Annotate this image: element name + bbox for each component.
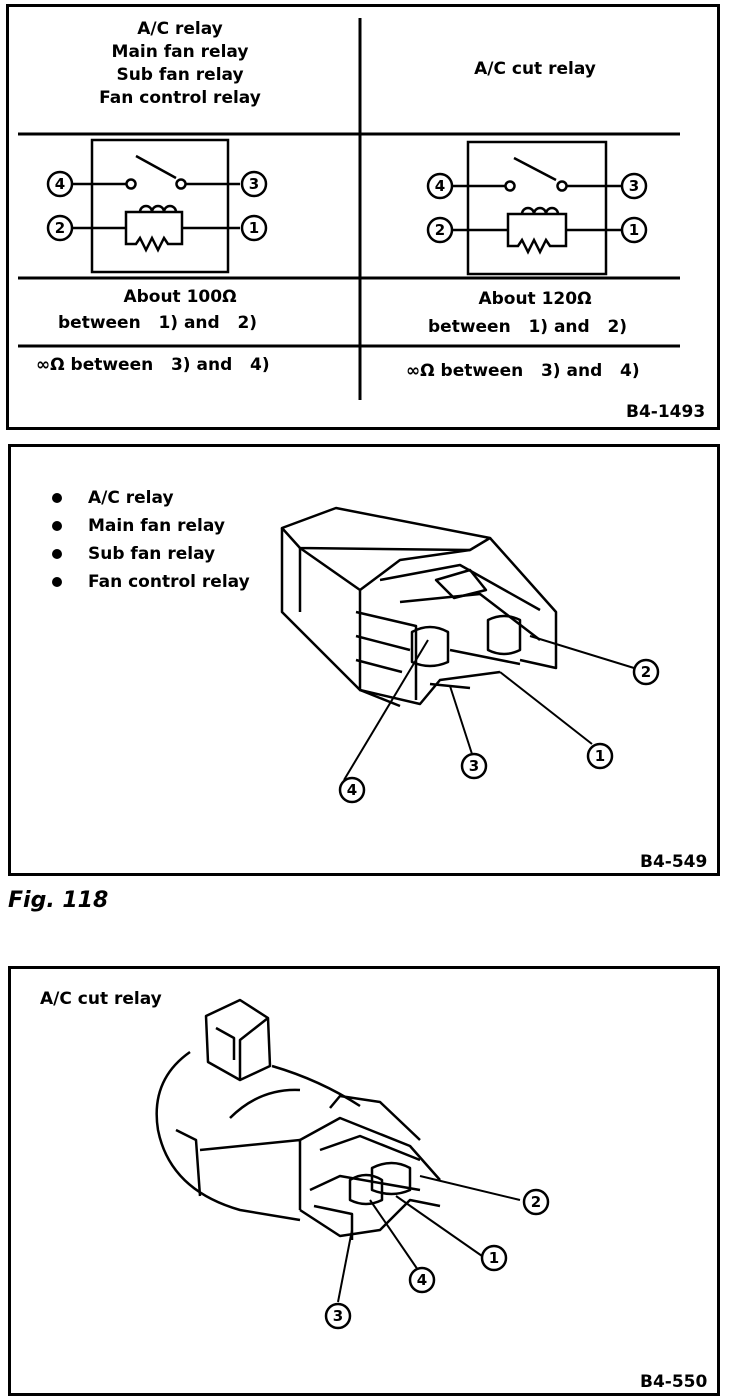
right-relay-schematic bbox=[452, 140, 622, 276]
terminal-label: 2 bbox=[55, 219, 65, 237]
bullet-icon bbox=[52, 521, 62, 531]
left-resistance-line2: between 1) and 2) bbox=[58, 313, 258, 333]
terminal-4-marker bbox=[46, 170, 74, 198]
terminal-label: 2 bbox=[641, 663, 651, 681]
terminal-1-marker bbox=[480, 1244, 508, 1272]
left-header-line: Fan control relay bbox=[99, 87, 261, 108]
terminal-label: 4 bbox=[55, 175, 65, 193]
left-header-line: Sub fan relay bbox=[116, 64, 244, 85]
right-resistance-line1: About 120Ω bbox=[478, 289, 592, 309]
left-resistance-line3: ∞Ω between 3) and 4) bbox=[36, 355, 270, 375]
cut-relay-body-drawing bbox=[155, 998, 521, 1303]
right-resistance-line2: between 1) and 2) bbox=[428, 317, 628, 337]
bullet-icon bbox=[52, 549, 62, 559]
terminal-3-marker bbox=[240, 170, 268, 198]
terminal-label: 4 bbox=[435, 177, 445, 195]
terminal-4-marker bbox=[426, 172, 454, 200]
list-item: Fan control relay bbox=[52, 568, 250, 596]
terminal-3-marker bbox=[460, 752, 488, 780]
right-header: A/C cut relay bbox=[474, 59, 596, 79]
left-header-line: A/C relay bbox=[137, 19, 223, 39]
relay-figure-code: B4-549 bbox=[640, 852, 708, 872]
terminal-2-marker bbox=[426, 216, 454, 244]
terminal-label: 4 bbox=[347, 781, 357, 799]
figure-caption: Fig. 118 bbox=[8, 888, 109, 913]
terminal-2-marker bbox=[46, 214, 74, 242]
list-item: Sub fan relay bbox=[52, 540, 250, 568]
terminal-label: 1 bbox=[489, 1249, 499, 1267]
terminal-1-marker bbox=[240, 214, 268, 242]
terminal-2-marker bbox=[522, 1188, 550, 1216]
terminal-label: 2 bbox=[435, 221, 445, 239]
terminal-3-marker bbox=[324, 1302, 352, 1330]
terminal-label: 3 bbox=[629, 177, 639, 195]
table-figure-code: B4-1493 bbox=[626, 402, 706, 422]
relay-list: A/C relay Main fan relay Sub fan relay F… bbox=[52, 484, 250, 596]
terminal-label: 4 bbox=[417, 1271, 427, 1289]
terminal-4-marker bbox=[408, 1266, 436, 1294]
left-header: A/C relay Main fan relay Sub fan relay F… bbox=[40, 18, 320, 110]
bullet-icon bbox=[52, 493, 62, 503]
terminal-label: 3 bbox=[333, 1307, 343, 1325]
left-header-line: Main fan relay bbox=[111, 41, 249, 62]
bullet-icon bbox=[52, 577, 62, 587]
list-item: A/C relay bbox=[52, 484, 250, 512]
terminal-1-marker bbox=[620, 216, 648, 244]
terminal-label: 2 bbox=[531, 1193, 541, 1211]
cut-relay-figure-code: B4-550 bbox=[640, 1372, 708, 1392]
left-resistance-line1: About 100Ω bbox=[123, 287, 237, 307]
terminal-label: 1 bbox=[595, 747, 605, 765]
terminal-label: 3 bbox=[469, 757, 479, 775]
relay-body-drawing bbox=[280, 506, 635, 781]
terminal-label: 1 bbox=[629, 221, 639, 239]
terminal-label: 1 bbox=[249, 219, 259, 237]
terminal-2-marker bbox=[632, 658, 660, 686]
terminal-3-marker bbox=[620, 172, 648, 200]
terminal-label: 3 bbox=[249, 175, 259, 193]
left-relay-schematic bbox=[72, 138, 240, 274]
cut-relay-title: A/C cut relay bbox=[40, 989, 162, 1009]
terminal-4-marker bbox=[338, 776, 366, 804]
terminal-1-marker bbox=[586, 742, 614, 770]
list-item: Main fan relay bbox=[52, 512, 250, 540]
right-resistance-line3: ∞Ω between 3) and 4) bbox=[406, 361, 640, 381]
